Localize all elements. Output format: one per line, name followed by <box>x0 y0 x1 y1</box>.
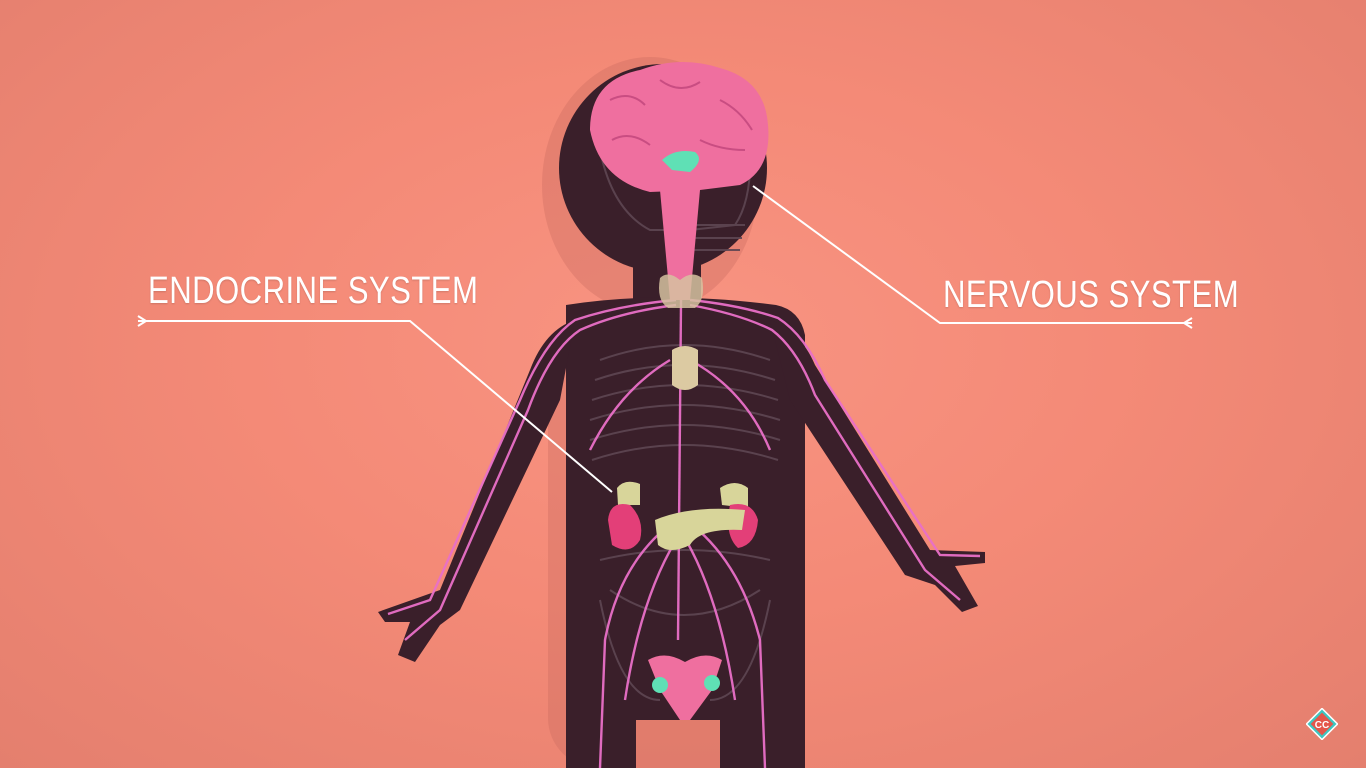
endocrine-leader-line <box>138 320 613 493</box>
brain-icon <box>590 61 769 300</box>
endocrine-glands <box>608 274 758 720</box>
nervous-leader-line <box>752 185 1192 324</box>
logo-text: CC <box>1315 720 1329 731</box>
leader-lines <box>137 185 1193 493</box>
logo-icon: CC <box>1306 708 1338 740</box>
nervous-system-label: NERVOUS SYSTEM <box>943 274 1240 316</box>
endocrine-system-label: ENDOCRINE SYSTEM <box>148 270 479 312</box>
nerves <box>387 189 981 768</box>
